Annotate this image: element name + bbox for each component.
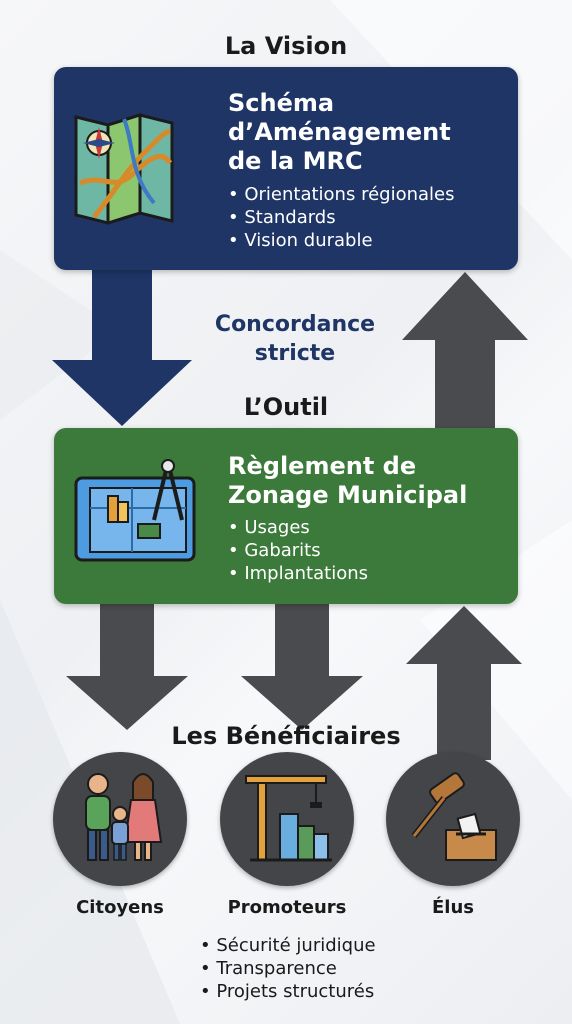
vision-bullets: Orientations régionales Standards Vision… (228, 183, 454, 252)
beneficiaires-heading: Les Bénéficiaires (171, 722, 401, 750)
family-icon (85, 773, 163, 861)
vision-title: Schéma d’Aménagement de la MRC (228, 89, 451, 175)
outil-title: Règlement de Zonage Municipal (228, 452, 468, 509)
bullet-item: Gabarits (228, 539, 368, 562)
bullet-item: Standards (228, 206, 454, 229)
citoyens-label: Citoyens (76, 897, 164, 918)
vision-heading: La Vision (224, 32, 348, 60)
concordance-label: Concordance stricte (214, 312, 376, 366)
arrow-up-outil-to-vision (402, 272, 528, 428)
bullet-item: Implantations (228, 562, 368, 585)
bullet-item: Vision durable (228, 229, 454, 252)
vision-box: Schéma d’Aménagement de la MRC Orientati… (54, 67, 518, 270)
outil-bullets: Usages Gabarits Implantations (228, 516, 368, 585)
map-icon (74, 112, 174, 229)
arrow-up-from-elus (406, 606, 522, 760)
outil-box: Règlement de Zonage Municipal Usages Gab… (54, 428, 518, 604)
bullet-item: Transparence (200, 957, 376, 980)
arrow-down-to-citoyens (66, 604, 188, 730)
gavel-ballot-icon (411, 772, 497, 861)
construction-crane-icon (245, 775, 332, 862)
outil-heading: L’Outil (243, 393, 329, 421)
arrow-down-to-promoteurs (241, 604, 363, 730)
promoteurs-circle (220, 752, 354, 886)
citoyens-circle (53, 752, 187, 886)
bullet-item: Projets structurés (200, 980, 376, 1003)
elus-circle (386, 752, 520, 886)
arrow-down-vision-to-outil (52, 268, 192, 426)
blueprint-compass-icon (72, 458, 202, 572)
elus-label: Élus (432, 897, 474, 918)
promoteurs-label: Promoteurs (227, 897, 347, 918)
bullet-item: Orientations régionales (228, 183, 454, 206)
bullet-item: Sécurité juridique (200, 934, 375, 957)
bullet-item: Usages (228, 516, 368, 539)
beneficiaires-bullets: Sécurité juridique Transparence Projets … (200, 934, 376, 1003)
